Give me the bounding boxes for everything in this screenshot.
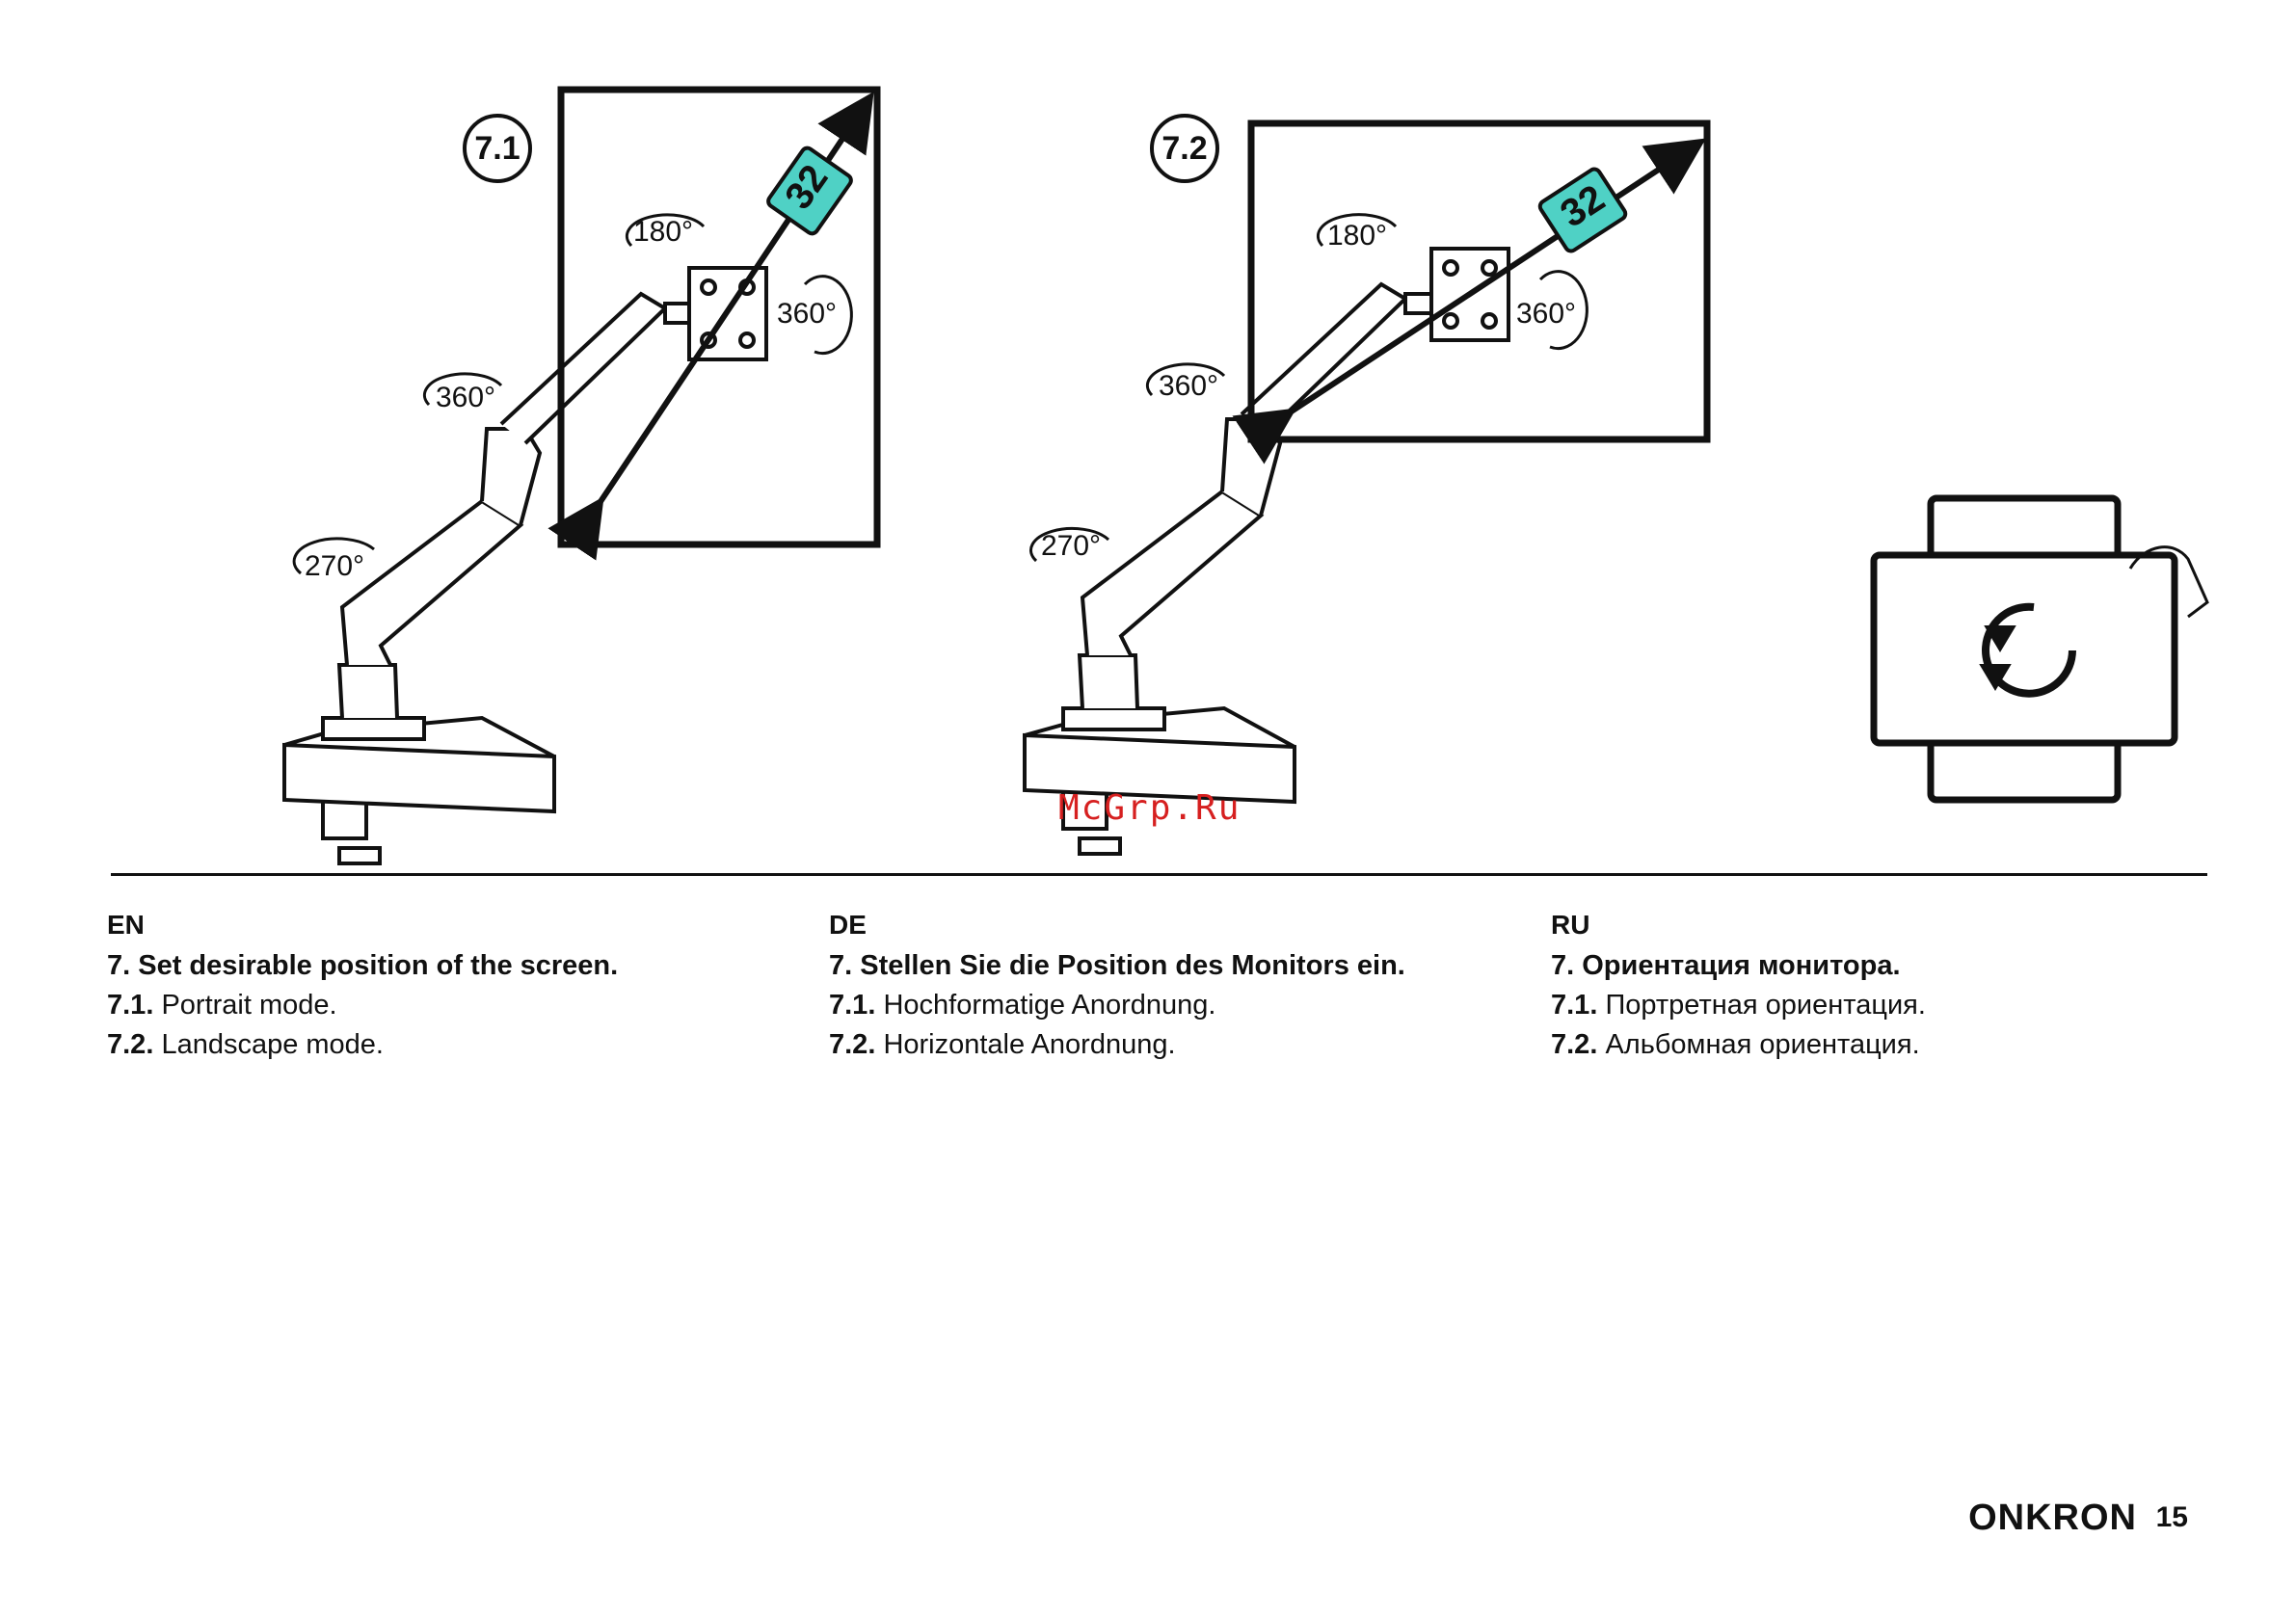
lang-code: EN xyxy=(107,910,145,940)
item-text: Landscape mode. xyxy=(161,1029,384,1060)
item-number: 7.2. xyxy=(107,1029,154,1060)
item-number: 7.1. xyxy=(107,990,154,1021)
lang-code: RU xyxy=(1551,910,1590,940)
column-de: DE 7. Stellen Sie die Position des Monit… xyxy=(829,910,1523,1069)
item-text: Portrait mode. xyxy=(161,990,337,1021)
figure-7-1-drawing xyxy=(282,86,881,865)
page-number: 15 xyxy=(2155,1501,2188,1533)
figure-7-2-angle-mid: 360° xyxy=(1159,370,1219,402)
step-item: 7.2. Альбомная ориентация. xyxy=(1551,1029,2245,1061)
figure-7-2-angle-right: 360° xyxy=(1516,298,1577,330)
step-item: 7.1. Портретная ориентация. xyxy=(1551,990,2245,1021)
column-ru: RU 7. Ориентация монитора. 7.1. Портретн… xyxy=(1551,910,2245,1069)
step-item: 7.2. Horizontale Anordnung. xyxy=(829,1029,1523,1061)
instruction-illustration: 7.1 32 180° 360° 360° 270° 7.2 32 180° 3… xyxy=(282,86,2209,865)
figure-7-1-angle-top: 180° xyxy=(633,216,694,248)
watermark: McGrp.Ru xyxy=(1058,788,1241,828)
step-item: 7.1. Hochformatige Anordnung. xyxy=(829,990,1523,1021)
column-en: EN 7. Set desirable position of the scre… xyxy=(107,910,801,1069)
item-text: Hochformatige Anordnung. xyxy=(883,990,1216,1021)
figure-7-2-angle-top: 180° xyxy=(1327,220,1388,252)
illustration-svg xyxy=(282,86,2209,865)
divider xyxy=(111,873,2207,876)
step-item: 7.1. Portrait mode. xyxy=(107,990,801,1021)
step-title: 7. Stellen Sie die Position des Monitors… xyxy=(829,950,1405,981)
figure-7-2-label: 7.2 xyxy=(1150,114,1219,183)
figure-7-1-angle-right: 360° xyxy=(777,298,838,330)
step-title: 7. Set desirable position of the screen. xyxy=(107,950,619,981)
figure-7-1-label: 7.1 xyxy=(463,114,532,183)
item-number: 7.1. xyxy=(1551,990,1598,1021)
step-item: 7.2. Landscape mode. xyxy=(107,1029,801,1061)
item-number: 7.2. xyxy=(1551,1029,1598,1060)
step-title: 7. Ориентация монитора. xyxy=(1551,950,1901,981)
rotation-icon xyxy=(1870,494,2209,804)
figure-7-1-angle-mid: 360° xyxy=(436,382,496,413)
figure-7-2-angle-low: 270° xyxy=(1041,530,1102,562)
figure-7-2-drawing xyxy=(1023,119,1711,856)
figure-7-1-angle-low: 270° xyxy=(305,550,365,582)
item-number: 7.2. xyxy=(829,1029,876,1060)
item-text: Horizontale Anordnung. xyxy=(883,1029,1176,1060)
item-number: 7.1. xyxy=(829,990,876,1021)
item-text: Портретная ориентация. xyxy=(1605,990,1926,1021)
lang-code: DE xyxy=(829,910,867,940)
item-text: Альбомная ориентация. xyxy=(1605,1029,1920,1060)
brand-logo: ONKRON xyxy=(1968,1498,2137,1538)
